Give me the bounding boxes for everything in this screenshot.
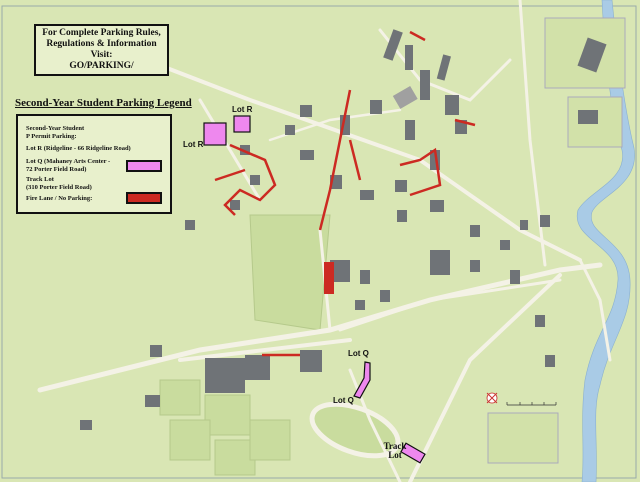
legend-item-fire-lane: Fire Lane / No Parking: — [26, 195, 93, 202]
info-line-1: For Complete Parking Rules, — [42, 28, 161, 38]
info-line-2: Regulations & Information — [46, 39, 157, 49]
parking-legend: Second-Year Student P Permit Parking: Lo… — [16, 114, 172, 214]
legend-item-track-lot: Track Lot (310 Porter Field Road) — [26, 176, 92, 191]
track-lot-parking[interactable] — [400, 442, 426, 464]
label-lot-r-top: Lot R — [232, 105, 253, 114]
compass-rose-icon — [486, 392, 498, 404]
fire-lane-area — [324, 262, 334, 294]
lot-r-parking-1[interactable] — [203, 122, 227, 146]
map-border — [1, 5, 637, 479]
legend-item-lot-q: Lot Q (Mahaney Arts Center - 72 Porter F… — [26, 158, 110, 173]
legend-title: Second-Year Student Parking Legend — [15, 97, 192, 109]
running-track — [309, 401, 401, 459]
parking-link[interactable]: GO/PARKING/ — [69, 61, 134, 71]
legend-heading: Second-Year Student P Permit Parking: — [26, 125, 84, 140]
legend-item-lot-r: Lot R (Ridgeline - 66 Ridgeline Road) — [26, 145, 131, 152]
legend-track-line-2: (310 Porter Field Road) — [26, 183, 92, 191]
legend-lot-q-line-2: 72 Porter Field Road) — [26, 165, 87, 173]
legend-heading-line-1: Second-Year Student — [26, 125, 85, 132]
buildings — [80, 29, 607, 430]
label-track-lot: Track Lot — [380, 442, 410, 460]
label-track-lot-line-1: Track — [383, 441, 407, 451]
legend-track-line-1: Track Lot — [26, 176, 54, 183]
legend-lot-q-line-1: Lot Q (Mahaney Arts Center - — [26, 158, 111, 165]
label-track-lot-line-2: Lot — [388, 450, 402, 460]
legend-swatch-red — [126, 192, 162, 204]
lot-q-parking[interactable] — [353, 361, 371, 399]
legend-heading-line-2: P Permit Parking: — [26, 132, 77, 140]
parking-info-box: For Complete Parking Rules, Regulations … — [34, 24, 169, 76]
athletic-fields — [159, 214, 331, 476]
scale-bar — [506, 402, 557, 406]
parking-lot-gray — [392, 85, 418, 109]
label-lot-q-bottom: Lot Q — [333, 396, 354, 405]
inset-map-3 — [487, 412, 559, 464]
label-lot-r-left: Lot R — [183, 140, 204, 149]
lot-r-parking-2[interactable] — [233, 115, 251, 133]
legend-swatch-pink — [126, 160, 162, 172]
fire-lanes — [214, 30, 476, 357]
info-line-3: Visit: — [90, 50, 113, 60]
label-lot-q-top: Lot Q — [348, 349, 369, 358]
